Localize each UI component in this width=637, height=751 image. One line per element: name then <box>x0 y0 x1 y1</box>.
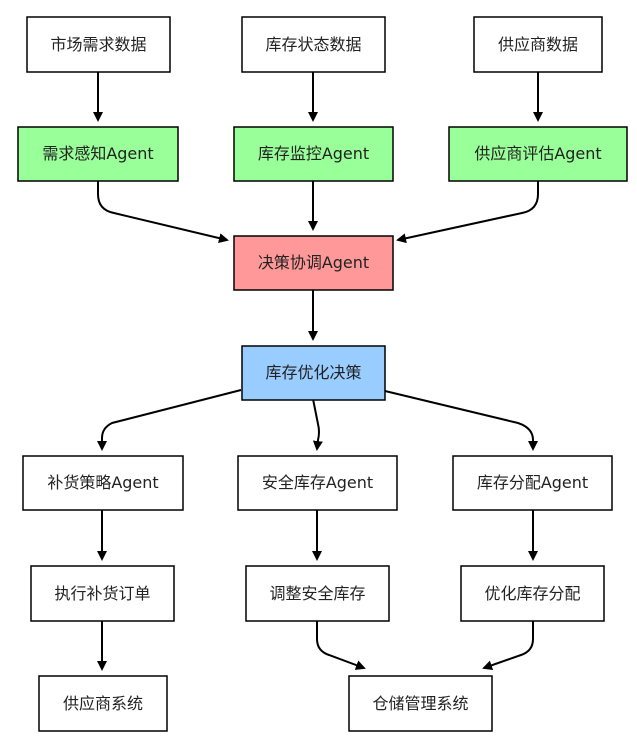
node-exec-order-label: 执行补货订单 <box>54 584 150 603</box>
node-safety-agent: 安全库存Agent <box>237 455 398 511</box>
node-optimize: 库存优化决策 <box>241 345 386 401</box>
node-supplier-system: 供应商系统 <box>38 675 168 732</box>
node-demand-agent-box <box>17 126 179 182</box>
node-exec-order-box <box>30 565 175 622</box>
node-adjust-safety: 调整安全库存 <box>245 565 390 622</box>
node-supplier-agent-box <box>448 126 628 182</box>
edge-optimize-to-allocate-agent <box>384 390 538 451</box>
edge-demand-agent-to-coord-agent <box>97 181 229 244</box>
node-opt-alloc-label: 优化库存分配 <box>484 584 580 603</box>
node-coord-agent-label: 决策协调Agent <box>258 253 369 272</box>
node-market: 市场需求数据 <box>26 16 171 73</box>
node-supplier-data-box <box>473 16 603 73</box>
node-supplier-system-box <box>38 675 168 732</box>
edge-opt-alloc-to-warehouse-system <box>482 621 534 671</box>
node-supplier-data: 供应商数据 <box>473 16 603 73</box>
edge-optimize-to-replenish-agent <box>97 389 242 451</box>
node-market-label: 市场需求数据 <box>50 35 146 54</box>
node-coord-agent: 决策协调Agent <box>233 235 394 291</box>
node-safety-agent-label: 安全库存Agent <box>262 473 373 492</box>
node-opt-alloc: 优化库存分配 <box>460 565 605 622</box>
node-optimize-label: 库存优化决策 <box>265 363 361 382</box>
node-market-box <box>26 16 171 73</box>
node-safety-agent-box <box>237 455 398 511</box>
node-inventory-status-label: 库存状态数据 <box>265 35 361 54</box>
edge-supplier-agent-to-coord-agent <box>396 181 539 244</box>
node-supplier-data-label: 供应商数据 <box>498 35 578 54</box>
node-exec-order: 执行补货订单 <box>30 565 175 622</box>
node-demand-agent: 需求感知Agent <box>17 126 179 182</box>
node-demand-agent-label: 需求感知Agent <box>42 144 153 163</box>
node-inventory-status: 库存状态数据 <box>241 16 386 73</box>
node-replenish-agent: 补货策略Agent <box>22 455 184 511</box>
nodes: 市场需求数据 库存状态数据 供应商数据 需求感知Agent 库存监控Agent … <box>17 16 628 732</box>
node-supplier-agent-label: 供应商评估Agent <box>474 144 601 163</box>
edge-optimize-to-safety-agent <box>312 398 323 451</box>
node-monitor-agent-box <box>233 126 394 182</box>
node-monitor-agent-label: 库存监控Agent <box>258 144 369 163</box>
edge-adjust-safety-to-warehouse-system <box>316 621 366 670</box>
node-opt-alloc-box <box>460 565 605 622</box>
node-warehouse-system-label: 仓储管理系统 <box>372 694 468 713</box>
node-replenish-agent-label: 补货策略Agent <box>47 473 158 492</box>
node-replenish-agent-box <box>22 455 184 511</box>
node-coord-agent-box <box>233 235 394 291</box>
node-adjust-safety-label: 调整安全库存 <box>269 584 365 603</box>
node-warehouse-system-box <box>348 675 493 732</box>
node-supplier-agent: 供应商评估Agent <box>448 126 628 182</box>
node-adjust-safety-box <box>245 565 390 622</box>
node-supplier-system-label: 供应商系统 <box>63 694 143 713</box>
node-allocate-agent-label: 库存分配Agent <box>477 473 588 492</box>
edges <box>93 72 543 671</box>
node-allocate-agent: 库存分配Agent <box>452 455 613 511</box>
node-monitor-agent: 库存监控Agent <box>233 126 394 182</box>
node-warehouse-system: 仓储管理系统 <box>348 675 493 732</box>
node-optimize-box <box>241 345 386 401</box>
node-inventory-status-box <box>241 16 386 73</box>
node-allocate-agent-box <box>452 455 613 511</box>
